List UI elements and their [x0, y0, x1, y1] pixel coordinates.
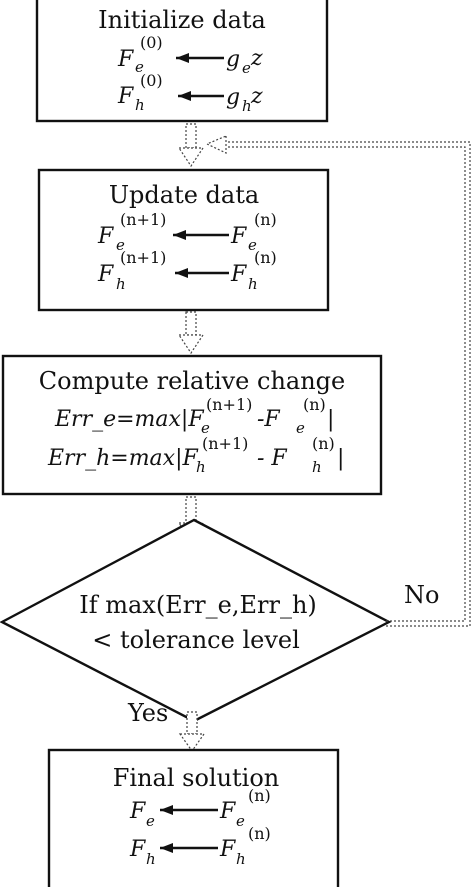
final-row1-rhs-sub: e	[236, 812, 245, 830]
final-row2-lhs: F	[129, 837, 146, 862]
final-row1-rhs-sup: (n)	[248, 786, 271, 805]
initialize-row1-lhs: F	[117, 47, 134, 72]
update-row2-arrowhead	[175, 268, 188, 278]
connector-update-to-compute	[177, 311, 205, 355]
decision-diamond: If max(Err_e,Err_h) < tolerance level	[0, 518, 392, 723]
initialize-row1-rhs: g	[226, 47, 240, 72]
final-row2-arrowhead	[160, 843, 173, 853]
initialize-row1-lhs-sub: e	[135, 58, 144, 76]
update-row2-rhs-sup: (n)	[254, 248, 277, 267]
update-row1-lhs-sup: (n+1)	[120, 210, 166, 229]
initialize-title: Initialize data	[98, 6, 266, 34]
update-row2-lhs: F	[97, 262, 114, 287]
initialize-row2-lhs: F	[117, 84, 134, 109]
initialize-box: Initialize data F e (0) g e z F h (0) g …	[35, 0, 329, 123]
final-solution-box: Final solution F e F e (n) F h F h (n)	[47, 748, 340, 887]
update-box: Update data F e (n+1) F e (n) F h (n+1) …	[37, 168, 330, 312]
compute-row2-sub1: h	[196, 458, 206, 476]
compute-row2-sub2: h	[312, 458, 322, 476]
compute-row1-sub2: e	[296, 419, 305, 437]
compute-row1-prefix: Err_e=max|F	[54, 407, 204, 432]
compute-title: Compute relative change	[39, 367, 345, 395]
compute-row1-sup2: (n)	[303, 395, 326, 414]
initialize-row1-lhs-sup: (0)	[140, 33, 163, 52]
initialize-row2-rhs: g	[226, 85, 240, 110]
decision-line1: If max(Err_e,Err_h)	[79, 591, 317, 619]
final-row1-rhs: F	[219, 799, 236, 824]
connector-decision-to-final	[178, 711, 206, 753]
compute-row1-mid: -F	[257, 407, 280, 432]
update-row2-rhs: F	[230, 262, 247, 287]
initialize-row1-arrowhead	[176, 53, 189, 63]
final-row2-rhs-sup: (n)	[248, 824, 271, 843]
final-title: Final solution	[113, 764, 280, 792]
update-row1-lhs: F	[97, 224, 114, 249]
update-row1-rhs-sup: (n)	[254, 210, 277, 229]
update-title: Update data	[109, 181, 259, 209]
final-row1-arrowhead	[160, 805, 173, 815]
final-row2-rhs: F	[219, 837, 236, 862]
initialize-row2-tail: z	[250, 84, 263, 109]
connector-initialize-to-update	[177, 123, 205, 168]
update-row2-lhs-sup: (n+1)	[120, 248, 166, 267]
update-row1-arrowhead	[173, 230, 186, 240]
compute-box: Compute relative change Err_e=max|F e (n…	[1, 354, 383, 496]
compute-row2-sup1: (n+1)	[202, 434, 248, 453]
no-label: No	[404, 581, 439, 609]
update-row2-lhs-sub: h	[116, 275, 126, 293]
update-row1-lhs-sub: e	[116, 236, 125, 254]
final-row1-lhs: F	[129, 799, 146, 824]
final-row2-rhs-sub: h	[236, 850, 246, 868]
compute-row1-suffix: |	[327, 407, 334, 432]
compute-row1-sup1: (n+1)	[206, 395, 252, 414]
decision-line2: < tolerance level	[92, 626, 300, 654]
update-row2-rhs-sub: h	[248, 275, 258, 293]
initialize-row2-lhs-sub: h	[135, 96, 145, 114]
compute-row2-mid: - F	[257, 446, 287, 471]
initialize-row2-rhs-sub: h	[242, 97, 252, 115]
feedback-loop	[205, 135, 471, 627]
initialize-row1-rhs-sub: e	[242, 59, 251, 77]
compute-row2-sup2: (n)	[312, 434, 335, 453]
compute-row2-suffix: |	[337, 446, 344, 471]
update-row1-rhs: F	[230, 224, 247, 249]
final-row1-lhs-sub: e	[146, 812, 155, 830]
final-row2-lhs-sub: h	[146, 850, 156, 868]
initialize-row2-lhs-sup: (0)	[140, 71, 163, 90]
compute-row2-prefix: Err_h=max|F	[47, 446, 198, 471]
yes-label: Yes	[127, 699, 168, 727]
initialize-row1-tail: z	[250, 46, 263, 71]
update-row1-rhs-sub: e	[248, 236, 257, 254]
compute-row1-sub1: e	[201, 419, 210, 437]
initialize-row2-arrowhead	[178, 91, 191, 101]
